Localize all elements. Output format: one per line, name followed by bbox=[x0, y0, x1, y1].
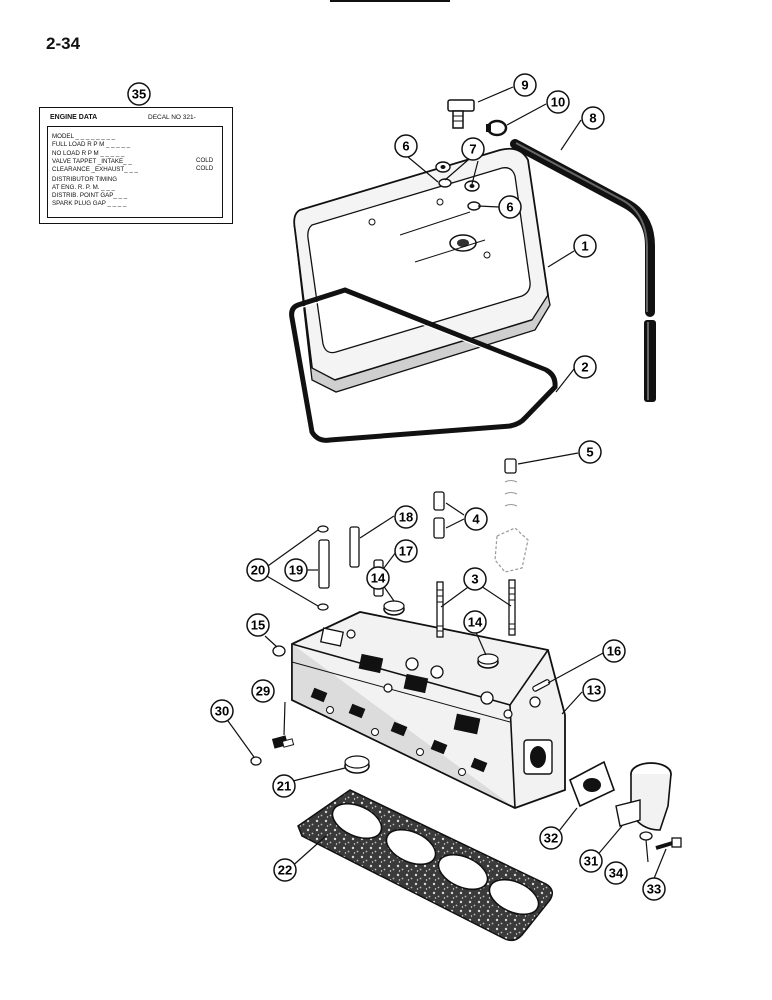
svg-text:35: 35 bbox=[132, 87, 146, 102]
seals bbox=[272, 600, 551, 774]
svg-text:6: 6 bbox=[506, 200, 513, 215]
svg-text:19: 19 bbox=[289, 563, 303, 578]
svg-text:8: 8 bbox=[589, 111, 596, 126]
temp-sender bbox=[250, 735, 295, 766]
callout-7: 7 bbox=[461, 137, 485, 161]
page-number: 2-34 bbox=[46, 34, 81, 53]
svg-text:32: 32 bbox=[544, 831, 558, 846]
svg-text:31: 31 bbox=[584, 854, 598, 869]
svg-text:29: 29 bbox=[256, 684, 270, 699]
rocker-cover-gasket bbox=[289, 287, 558, 443]
callout-15: 15 bbox=[246, 613, 270, 637]
spacers bbox=[433, 458, 529, 573]
cylinder-head bbox=[291, 611, 566, 809]
cover-nuts bbox=[435, 161, 481, 211]
svg-text:10: 10 bbox=[551, 95, 565, 110]
svg-text:14: 14 bbox=[468, 615, 483, 630]
tee-fitting bbox=[447, 99, 475, 129]
callout-8: 8 bbox=[581, 106, 605, 130]
svg-text:5: 5 bbox=[586, 445, 593, 460]
svg-text:18: 18 bbox=[399, 510, 413, 525]
water-outlet bbox=[568, 760, 682, 850]
svg-text:1: 1 bbox=[581, 239, 588, 254]
svg-text:30: 30 bbox=[215, 704, 229, 719]
svg-text:14: 14 bbox=[371, 571, 386, 586]
callout-6b: 6 bbox=[498, 195, 522, 219]
svg-text:17: 17 bbox=[399, 544, 413, 559]
callout-34: 34 bbox=[604, 861, 628, 885]
decal-line: DISTRIB. POINT GAP_ _ _ bbox=[52, 192, 128, 199]
svg-text:33: 33 bbox=[647, 882, 661, 897]
callout-20: 20 bbox=[246, 558, 270, 582]
callout-2: 2 bbox=[573, 355, 597, 379]
callout-29: 29 bbox=[251, 679, 275, 703]
decal-line: VALVE TAPPET _INTAKE_ _ bbox=[52, 158, 132, 165]
callout-21: 21 bbox=[272, 774, 296, 798]
svg-text:6: 6 bbox=[402, 139, 409, 154]
head-studs bbox=[436, 579, 516, 638]
engine-data-decal: ENGINE DATA DECAL NO 321- MODEL _ _ _ _ … bbox=[39, 107, 233, 224]
callout-18: 18 bbox=[394, 505, 418, 529]
svg-text:21: 21 bbox=[277, 779, 291, 794]
svg-text:4: 4 bbox=[472, 512, 480, 527]
callout-9: 9 bbox=[513, 73, 537, 97]
svg-text:15: 15 bbox=[251, 618, 265, 633]
decal-line: AT ENG. R. P. M. _ _ _ bbox=[52, 184, 115, 191]
callout-17: 17 bbox=[394, 539, 418, 563]
breather-hose bbox=[510, 139, 656, 402]
decal-number: DECAL NO 321- bbox=[148, 114, 196, 121]
svg-text:7: 7 bbox=[469, 142, 476, 157]
svg-text:34: 34 bbox=[609, 866, 624, 881]
svg-text:2: 2 bbox=[581, 360, 588, 375]
callout-33: 33 bbox=[642, 877, 666, 901]
callout-1: 1 bbox=[573, 234, 597, 258]
decal-line: FULL LOAD R P M _ _ _ _ _ bbox=[52, 141, 131, 148]
decal-note-intake: COLD bbox=[196, 157, 214, 164]
svg-text:3: 3 bbox=[471, 572, 478, 587]
callout-16: 16 bbox=[602, 639, 626, 663]
cylinder-head-gasket bbox=[297, 789, 553, 942]
callout-31: 31 bbox=[579, 849, 603, 873]
svg-text:13: 13 bbox=[587, 683, 601, 698]
callout-19: 19 bbox=[284, 558, 308, 582]
svg-text:16: 16 bbox=[607, 644, 621, 659]
callout-30: 30 bbox=[210, 699, 234, 723]
decal-line: MODEL _ _ _ _ _ _ _ _ bbox=[52, 133, 116, 140]
decal-line: DISTRIBUTOR TIMING bbox=[52, 176, 118, 183]
callout-3: 3 bbox=[463, 567, 487, 591]
callout-6: 6 bbox=[394, 134, 418, 158]
title-fragment bbox=[330, 0, 450, 2]
hose-clamp bbox=[486, 119, 508, 137]
decal-title: ENGINE DATA bbox=[50, 114, 98, 121]
callout-13: 13 bbox=[582, 678, 606, 702]
svg-text:9: 9 bbox=[521, 78, 528, 93]
callout-22: 22 bbox=[273, 858, 297, 882]
svg-text:20: 20 bbox=[251, 563, 265, 578]
decal-note-exhaust: COLD bbox=[196, 165, 214, 172]
decal-line: NO LOAD R P M _ _ _ _ _ bbox=[52, 150, 125, 157]
decal-inner-frame: MODEL _ _ _ _ _ _ _ _ FULL LOAD R P M _ … bbox=[47, 126, 223, 218]
callout-14: 14 bbox=[366, 566, 390, 590]
decal-line: SPARK PLUG GAP _ _ _ _ bbox=[52, 200, 127, 207]
callout-32: 32 bbox=[539, 826, 563, 850]
svg-text:22: 22 bbox=[278, 863, 292, 878]
callout-35: 35 bbox=[127, 82, 151, 106]
leader-lines bbox=[222, 86, 667, 882]
callout-4: 4 bbox=[464, 507, 488, 531]
callout-10: 10 bbox=[546, 90, 570, 114]
decal-line: CLEARANCE _EXHAUST_ _ _ bbox=[52, 166, 138, 173]
callout-14b: 14 bbox=[463, 610, 487, 634]
callout-5: 5 bbox=[578, 440, 602, 464]
